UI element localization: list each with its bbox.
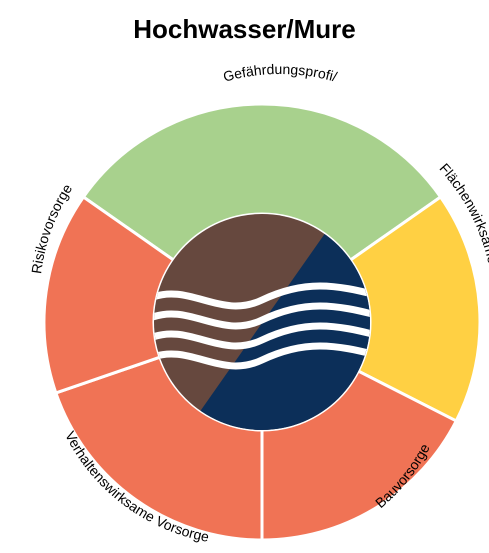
- diagram-title: Hochwasser/Mure: [133, 14, 356, 44]
- flood-mudflow-icon: [154, 214, 370, 430]
- segment-label-gefaehrdungsprofil: Gefährdungsprofi/: [221, 61, 339, 85]
